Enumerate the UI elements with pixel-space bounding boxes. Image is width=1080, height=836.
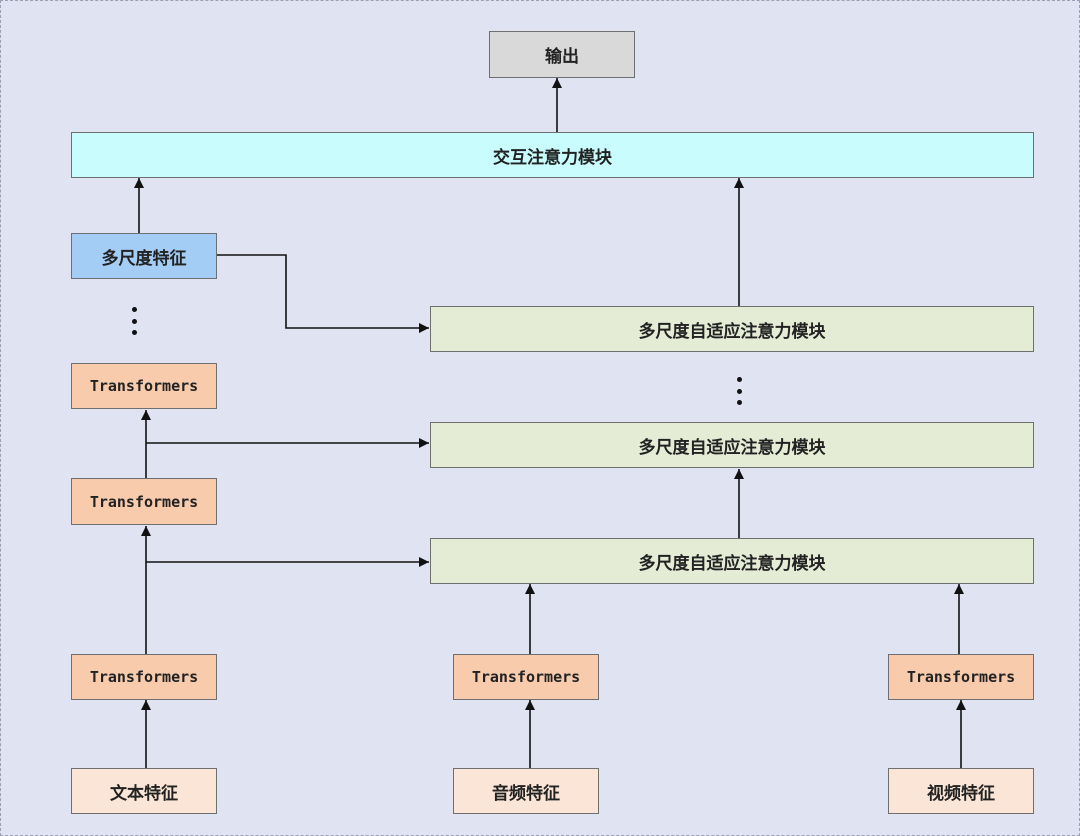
- interaction-attention-box: 交互注意力模块: [71, 132, 1034, 178]
- transformer-label: Transformers: [471, 668, 581, 686]
- text-feature-label: 文本特征: [110, 783, 178, 804]
- left-ellipsis: [131, 307, 137, 335]
- audio-feature-label: 音频特征: [492, 783, 560, 804]
- arrow-multiscale-to-adaptive-top: [217, 254, 429, 333]
- video-transformer: Transformers: [888, 654, 1034, 700]
- adaptive-attention-box-top: 多尺度自适应注意力模块: [430, 306, 1034, 352]
- video-feature-label: 视频特征: [927, 783, 995, 804]
- text-transformer-3: Transformers: [71, 363, 217, 409]
- right-ellipsis: [736, 377, 742, 405]
- audio-feature-box: 音频特征: [453, 768, 599, 814]
- transformer-label: Transformers: [89, 377, 199, 395]
- audio-transformer: Transformers: [453, 654, 599, 700]
- output-label: 输出: [545, 47, 579, 67]
- output-box: 输出: [489, 31, 635, 78]
- transformer-label: Transformers: [89, 492, 199, 511]
- interaction-attention-label: 交互注意力模块: [493, 147, 612, 168]
- transformer-label: Transformers: [89, 668, 199, 686]
- multiscale-feature-box: 多尺度特征: [71, 233, 217, 279]
- adaptive-attention-box-bottom: 多尺度自适应注意力模块: [430, 538, 1034, 584]
- adaptive-attention-label: 多尺度自适应注意力模块: [638, 553, 826, 574]
- adaptive-attention-label: 多尺度自适应注意力模块: [638, 321, 826, 342]
- transformer-label: Transformers: [906, 668, 1016, 686]
- adaptive-attention-label: 多尺度自适应注意力模块: [638, 437, 826, 458]
- adaptive-attention-box-middle: 多尺度自适应注意力模块: [430, 422, 1034, 468]
- multiscale-feature-label: 多尺度特征: [101, 248, 187, 269]
- text-transformer-1: Transformers: [71, 654, 217, 700]
- text-transformer-2: Transformers: [71, 478, 217, 525]
- video-feature-box: 视频特征: [888, 768, 1034, 814]
- text-feature-box: 文本特征: [71, 768, 217, 814]
